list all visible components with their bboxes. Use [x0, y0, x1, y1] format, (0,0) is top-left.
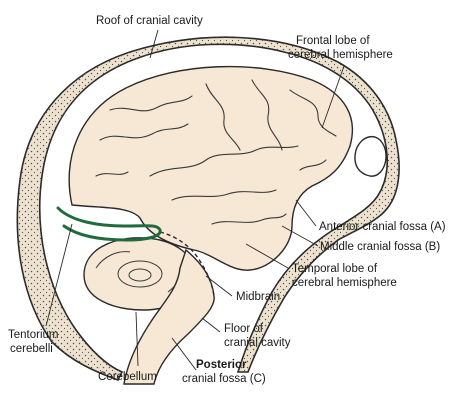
leader-middle [281, 225, 319, 247]
label-anterior-letter: (A) [427, 221, 446, 233]
label-posterior-line1: Posterior [196, 359, 247, 371]
label-tentorium-line2: cerebelli [10, 343, 53, 355]
leader-temporal [245, 243, 289, 269]
label-frontal-line1: Frontal lobe of [296, 35, 370, 47]
label-posterior-name: cranial fossa [182, 373, 247, 385]
leader-frontal [321, 65, 345, 129]
label-middle-name: Middle cranial fossa [320, 241, 422, 253]
label-anterior-name: Anterior cranial fossa [319, 221, 428, 233]
tentorium-cerebelli [56, 206, 162, 242]
frontal-sinus [354, 136, 387, 177]
label-cerebellum: Cerebellum [98, 371, 157, 383]
leader-lines [45, 29, 345, 371]
label-posterior-line2: cranial fossa (C) [182, 373, 266, 385]
leader-midbrain [205, 275, 233, 297]
brain [68, 65, 354, 385]
label-midbrain: Midbrain [236, 291, 280, 303]
label-tentorium-line1: Tentorium [8, 329, 59, 341]
label-anterior: Anterior cranial fossa (A) [319, 221, 446, 233]
leader-tentorium [45, 223, 73, 327]
label-temporal-line2: cerebral hemisphere [292, 277, 397, 289]
label-middle-letter: (B) [422, 241, 441, 253]
label-frontal-line2: cerebral hemisphere [288, 49, 393, 61]
leader-anterior [295, 199, 317, 227]
label-middle: Middle cranial fossa (B) [320, 241, 440, 253]
leader-floor [201, 317, 221, 333]
midbrain-dashed-line [159, 231, 215, 297]
labels: Roof of cranial cavity Frontal lobe of c… [8, 15, 446, 385]
sulci [95, 79, 337, 225]
leader-posterior [171, 337, 197, 371]
label-posterior-letter: (C) [247, 373, 266, 385]
label-floor-line1: Floor of [224, 323, 264, 335]
leader-cerebellum [135, 311, 139, 367]
skull-bone [16, 36, 400, 381]
label-temporal-line1: Temporal lobe of [292, 263, 378, 275]
label-roof: Roof of cranial cavity [96, 15, 203, 27]
leader-roof [149, 29, 159, 59]
label-floor-line2: cranial cavity [224, 337, 291, 349]
